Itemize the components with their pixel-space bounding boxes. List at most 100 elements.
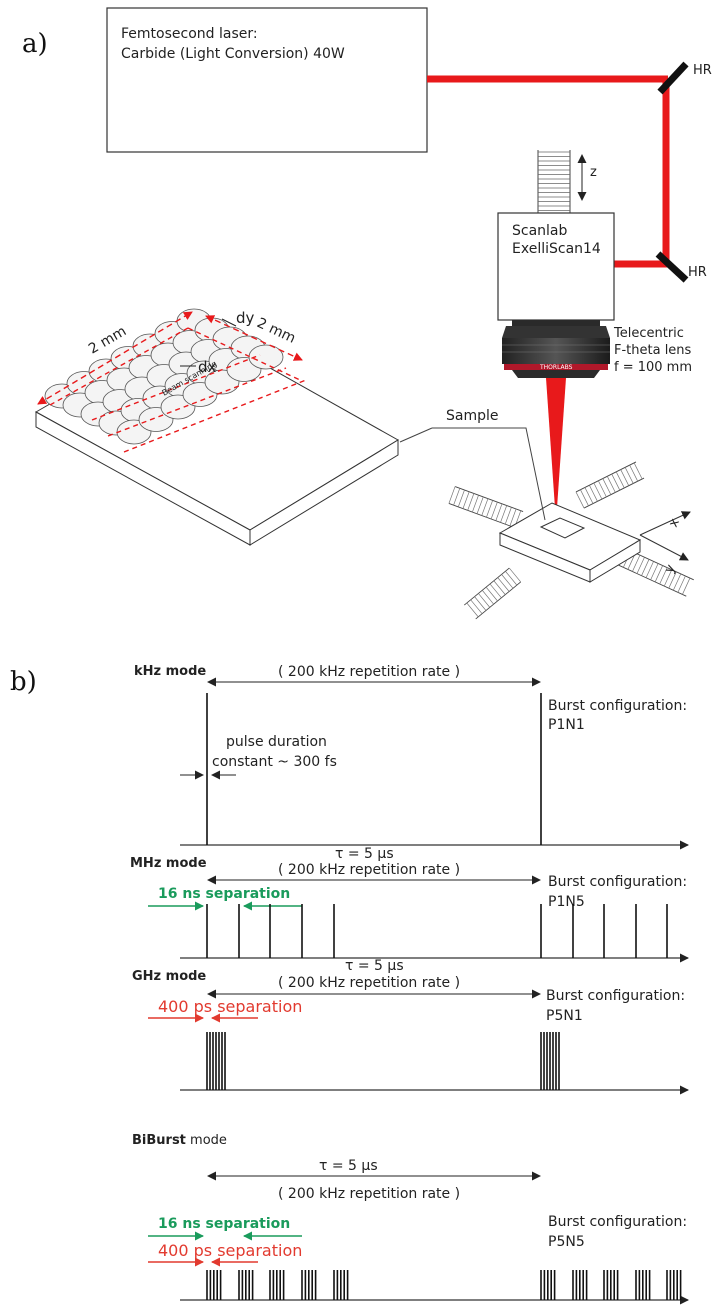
stage-rail-left-hatch <box>462 491 470 509</box>
biburst-mode-bold: BiBurst <box>132 1133 186 1148</box>
stage-rail-right-edge <box>614 562 687 597</box>
row-khz: kHz mode ( 200 kHz repetition rate ) Bur… <box>134 664 689 862</box>
stage-rail-bottom-hatch <box>485 586 498 602</box>
stage-rail-top-hatch <box>584 487 594 504</box>
stage-rail-top-hatch <box>629 464 639 482</box>
khz-mode-label: kHz mode <box>134 664 206 679</box>
row-biburst: BiBurst mode τ = 5 µs ( 200 kHz repetiti… <box>132 1133 689 1305</box>
panel-a: a) Femtosecond laser: Carbide (Light Con… <box>22 7 712 620</box>
stage-rail-top-edge <box>575 461 637 493</box>
mhz-mode-label: MHz mode <box>130 856 207 871</box>
z-axis-label: z <box>590 165 597 180</box>
stage-rail-bottom-hatch <box>466 602 479 618</box>
mhz-burst-value: P1N5 <box>548 894 585 910</box>
dx-label: dx <box>198 358 217 376</box>
stage-rail-left-hatch <box>476 496 484 514</box>
ghz-separation: 400 ps separation <box>158 997 302 1016</box>
stage-rail-top-hatch <box>624 467 634 484</box>
biburst-separation-1: 16 ns separation <box>158 1216 290 1232</box>
stage-rail-top-hatch <box>606 476 616 493</box>
lens-label-line3: f = 100 mm <box>614 360 692 375</box>
lens-label-line1: Telecentric <box>613 326 684 341</box>
mirror-bottom: HR <box>655 251 707 283</box>
stage-rail-top-hatch <box>589 485 598 502</box>
laser-label-line2: Carbide (Light Conversion) 40W <box>121 46 345 62</box>
ghz-mode-label: GHz mode <box>132 969 206 984</box>
stage-rail-left-hatch <box>472 495 479 513</box>
stage-rail-left-hatch <box>486 500 493 518</box>
stage-rail-bottom-hatch <box>501 574 514 589</box>
panel-b: b) kHz mode ( 200 kHz repetition rate ) … <box>10 664 689 1305</box>
khz-annotation-2: constant ~ 300 fs <box>212 754 337 770</box>
stage-rail-left-hatch <box>453 488 461 506</box>
lens-brand: THORLABS <box>539 364 573 371</box>
stage-rail-top-hatch <box>633 462 643 480</box>
mhz-tau: τ = 5 µs <box>345 958 404 974</box>
stage-rail-right-hatch <box>668 571 677 589</box>
ghz-burst-label: Burst configuration: <box>546 988 685 1004</box>
biburst-burst-value: P5N5 <box>548 1234 585 1250</box>
stage-rail-bottom-hatch <box>481 590 494 605</box>
stage-rail-top-hatch <box>593 482 603 500</box>
sample-block: 2 mm 2 mm dy dx Beam scanning <box>34 308 399 546</box>
stage-rail-right-hatch <box>654 565 663 583</box>
biburst-separation-2: 400 ps separation <box>158 1241 302 1260</box>
stage-rail-right-hatch <box>677 575 686 593</box>
panel-a-label: a) <box>22 29 48 59</box>
stage-rail-bottom-edge <box>463 567 510 606</box>
stage-rail-left-hatch <box>500 505 508 523</box>
stage-rail-right-hatch <box>650 563 659 580</box>
ghz-rep-rate: ( 200 kHz repetition rate ) <box>278 975 460 991</box>
scanner-box: Scanlab ExelliScan14 <box>497 212 615 321</box>
stage-rail-left-hatch <box>448 486 456 504</box>
stage-rail-right-hatch <box>682 577 691 595</box>
stage-rail-bottom-hatch <box>474 596 487 611</box>
biburst-rep-rate: ( 200 kHz repetition rate ) <box>278 1186 460 1202</box>
stage-rail-left-edge <box>448 503 518 529</box>
stage-rail-left-hatch <box>495 503 503 521</box>
stage-rail-left-hatch <box>509 508 517 526</box>
scanner-label-line1: Scanlab <box>512 223 568 239</box>
lens-label-line2: F-theta lens <box>614 343 692 358</box>
stage-rail-top-hatch <box>615 471 625 489</box>
row-mhz: MHz mode ( 200 kHz repetition rate ) Bur… <box>130 856 689 974</box>
stage-rail-bottom-hatch <box>497 577 510 592</box>
stage-rail-bottom-hatch <box>470 599 483 614</box>
laser-beam <box>427 75 670 268</box>
stage-rail-bottom-edge <box>475 581 522 620</box>
stage-rail-bottom-hatch <box>489 583 502 599</box>
khz-annotation-1: pulse duration <box>226 734 327 750</box>
stage-rail-left-hatch <box>490 501 498 520</box>
khz-burst-label: Burst configuration: <box>548 698 687 714</box>
stage-rail-right-hatch <box>632 555 641 572</box>
panel-b-label: b) <box>10 667 37 697</box>
dy-label: dy <box>236 309 255 327</box>
mirror-top: HR <box>657 61 712 95</box>
stage-rail-right-hatch <box>663 569 673 587</box>
scanner-label-line2: ExelliScan14 <box>512 241 601 257</box>
stage-rail-right-hatch <box>645 561 654 578</box>
mhz-rep-rate: ( 200 kHz repetition rate ) <box>278 862 460 878</box>
stage-rail-left-edge <box>454 486 524 512</box>
mirror-top-label: HR <box>693 63 712 78</box>
stage-rail-top-hatch <box>620 469 630 486</box>
mhz-burst-label: Burst configuration: <box>548 874 687 890</box>
biburst-mode-rest: mode <box>186 1133 227 1148</box>
stage-rail-top-hatch <box>611 473 621 491</box>
focused-beam <box>546 378 566 508</box>
stage-rail-top-hatch <box>598 480 607 498</box>
biburst-mode-label: BiBurst mode <box>132 1133 227 1148</box>
khz-rep-rate: ( 200 kHz repetition rate ) <box>278 664 460 680</box>
biburst-burst-label: Burst configuration: <box>548 1214 687 1230</box>
khz-burst-value: P1N1 <box>548 717 585 733</box>
stage-rail-right-hatch <box>636 557 645 574</box>
stage-x-label: x <box>666 516 683 530</box>
stage-rail-left-hatch <box>481 498 489 516</box>
f-theta-lens: THORLABS Telecentric F-theta lens f = 10… <box>502 320 692 378</box>
stage-rail-top-hatch <box>575 491 585 509</box>
xy-stage: x y <box>448 461 694 620</box>
stage-rail-right-hatch <box>641 559 650 576</box>
row-ghz: GHz mode ( 200 kHz repetition rate ) Bur… <box>132 969 689 1095</box>
stage-rail-left-hatch <box>457 489 465 508</box>
